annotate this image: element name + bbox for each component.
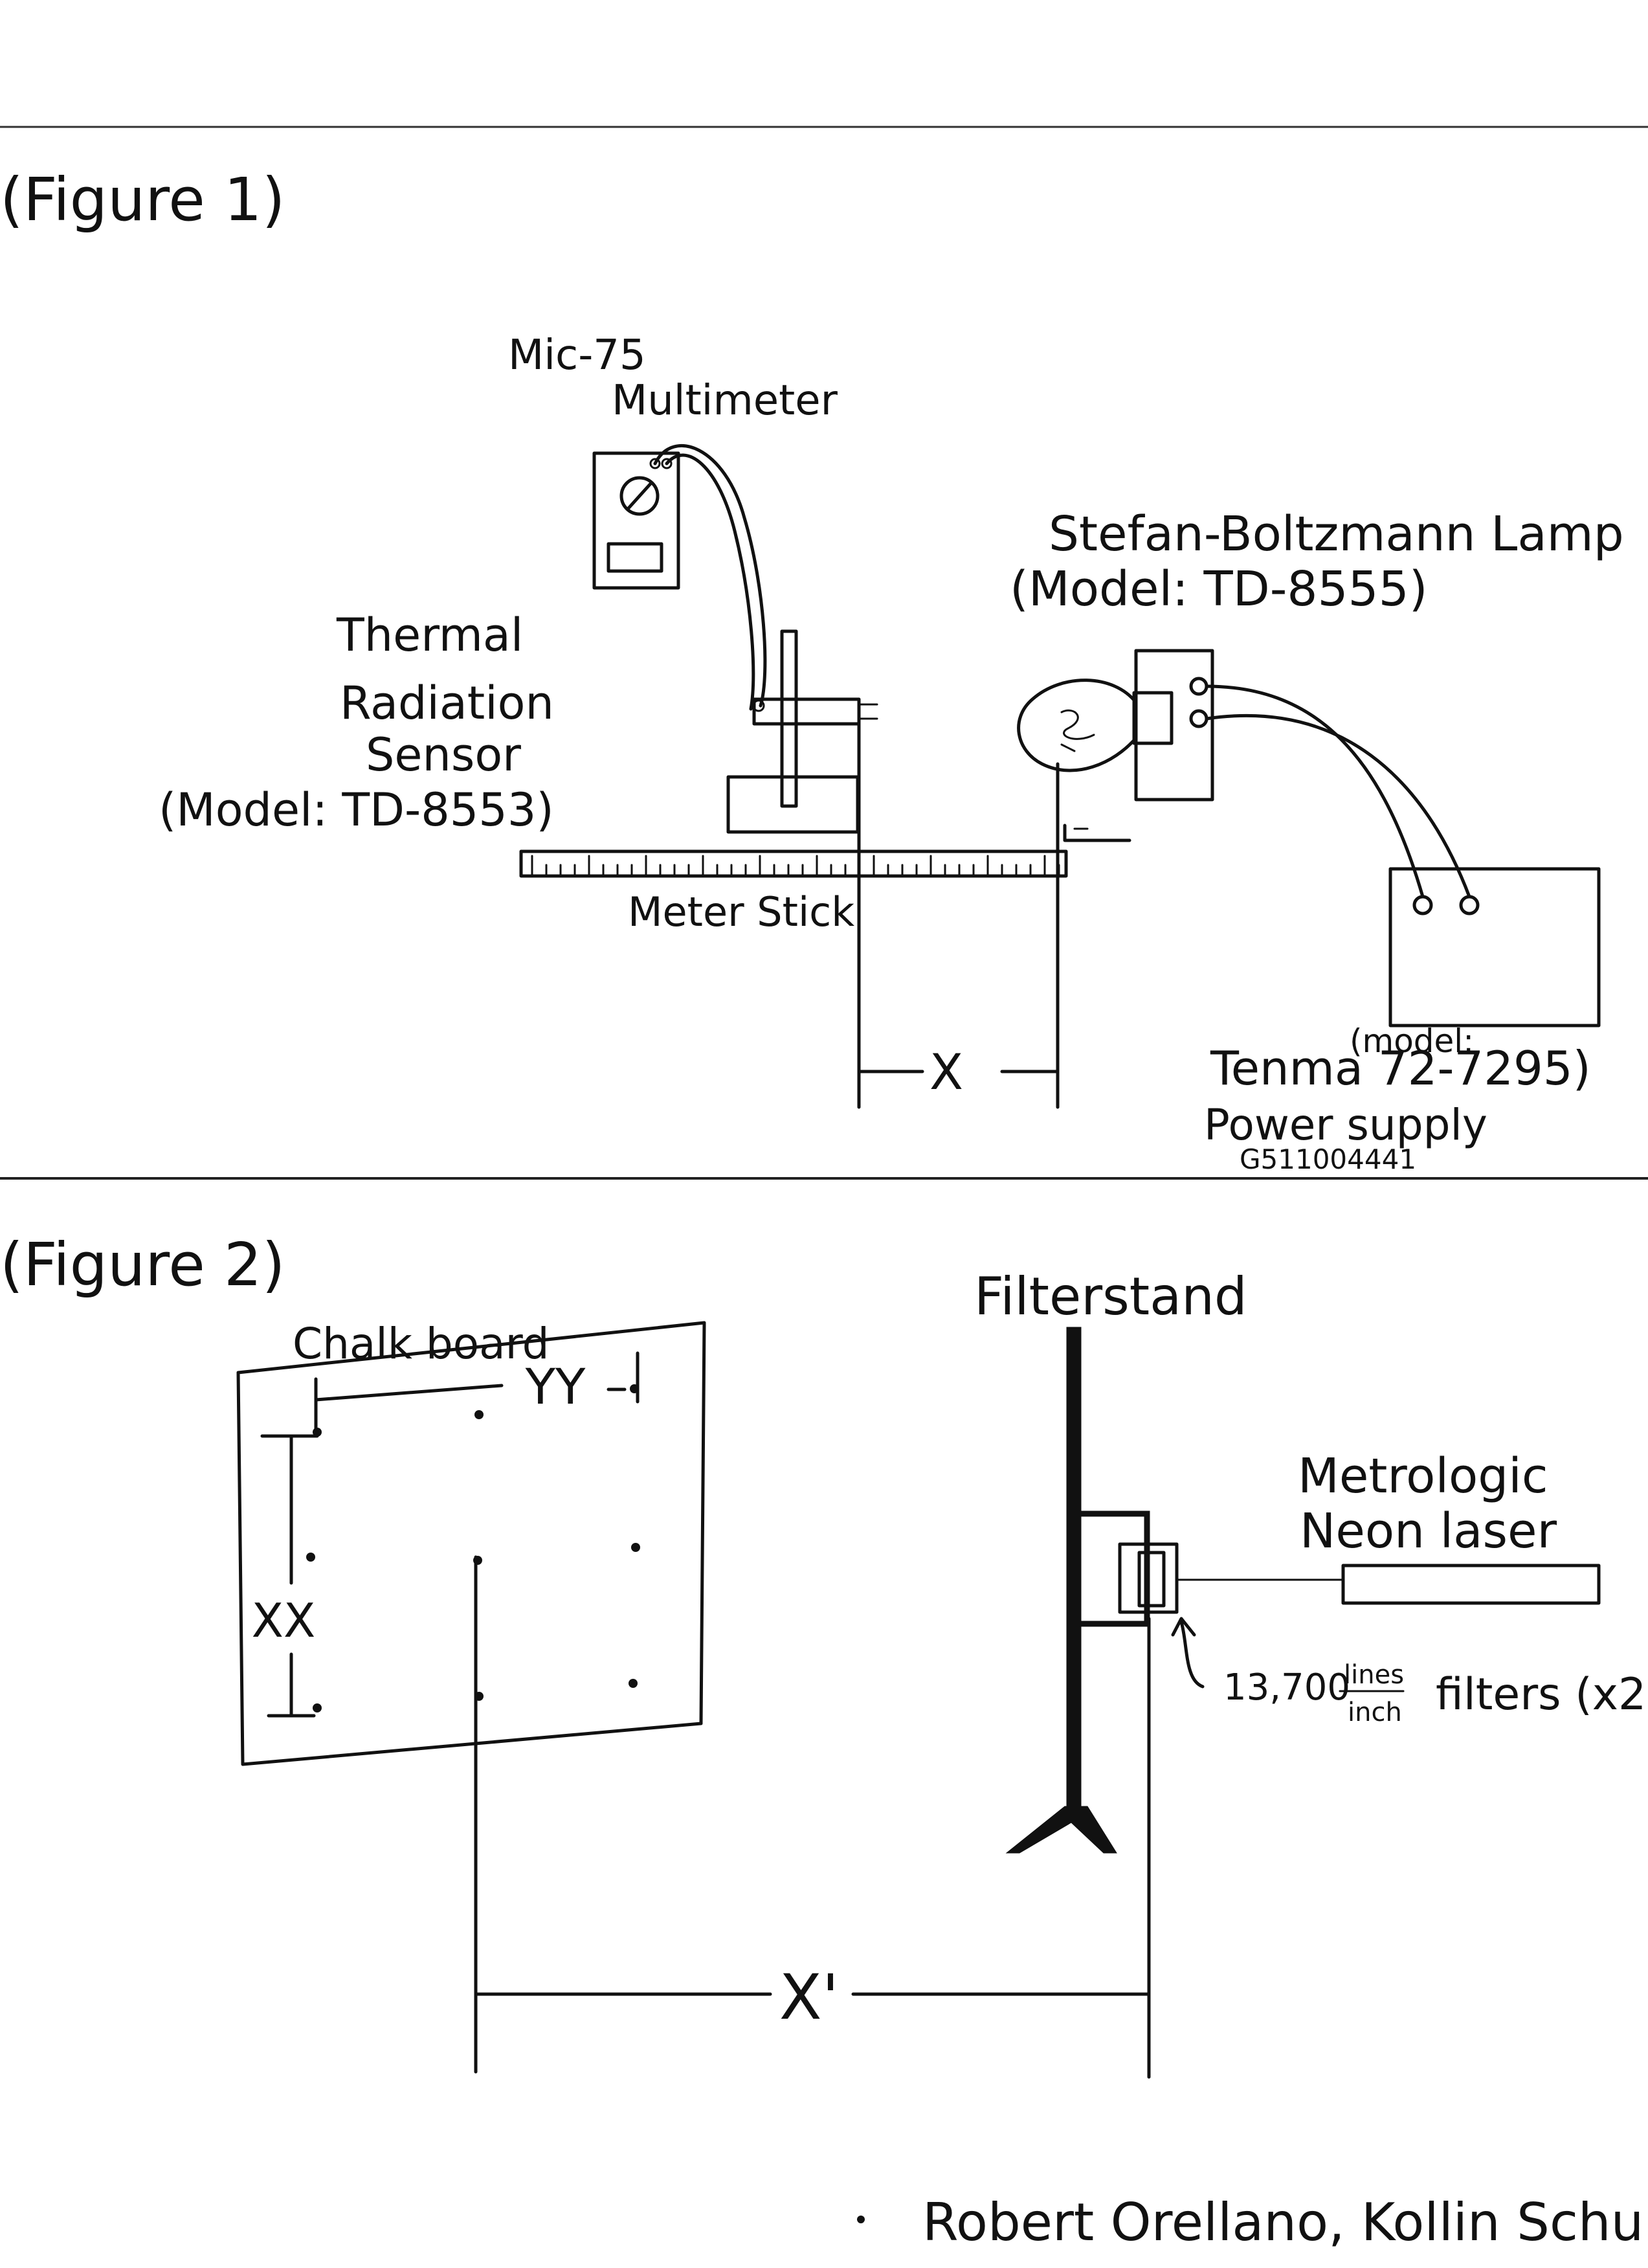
lamp-bulb — [1019, 680, 1136, 770]
diffraction-dot — [631, 1543, 640, 1552]
power-serial: G511004441 — [1240, 1143, 1416, 1175]
meter-stick — [521, 851, 1066, 876]
grating-unit-bottom: inch — [1348, 1698, 1402, 1727]
diffraction-dot — [629, 1679, 638, 1688]
filterstand-label: Filterstand — [974, 1266, 1247, 1327]
horizontal-spacing-label: YY — [525, 1358, 586, 1415]
figure-1-caption: (Figure 1) — [0, 165, 285, 234]
figure-2: (Figure 2) Chalk board YY XX — [0, 1230, 1648, 2077]
sensor-label-1: Thermal — [336, 609, 523, 662]
chalkboard — [238, 1323, 704, 1764]
lamp-label-2: (Model: TD-8555) — [1010, 561, 1428, 617]
multimeter-lead-1 — [655, 445, 765, 706]
figure-1: (Figure 1) Mic-75 Multimeter Thermal Rad… — [0, 165, 1624, 1175]
lamp-label-1: Stefan-Boltzmann Lamp — [1049, 506, 1624, 562]
power-label-2: Power supply — [1204, 1100, 1487, 1150]
diffraction-dot — [313, 1428, 322, 1437]
filter-stand — [1007, 1327, 1203, 1853]
neon-laser — [1177, 1566, 1599, 1603]
grating-value: 13,700 — [1223, 1667, 1350, 1709]
authors: Robert Orellano, Kollin Schultz — [922, 2192, 1648, 2252]
stand-pole — [1067, 1327, 1081, 1813]
stand-feet — [1007, 1806, 1117, 1853]
multimeter-label-1: Mic-75 — [508, 331, 646, 379]
sensor-label-4: (Model: TD-8553) — [159, 783, 554, 836]
diffraction-dot — [313, 1703, 322, 1712]
sensor-label-2: Radiation — [340, 677, 554, 730]
grating-unit-top: lines — [1344, 1660, 1404, 1690]
diffraction-dot — [306, 1553, 315, 1562]
lamp-lead-1 — [1207, 686, 1423, 897]
stand-arm — [1080, 1514, 1147, 1624]
distance-x-prime-label: X' — [779, 1961, 839, 2034]
multimeter-label-2: Multimeter — [612, 377, 838, 425]
power-label-1: Tenma 72-7295) — [1210, 1041, 1591, 1095]
stefan-boltzmann-lamp — [1019, 651, 1212, 871]
footer-bullet — [857, 2216, 865, 2223]
power-supply — [1207, 686, 1599, 1026]
grating-suffix: filters (x2) — [1436, 1669, 1648, 1720]
sensor-head — [754, 699, 859, 724]
radiation-sensor — [728, 631, 877, 832]
multimeter — [594, 445, 765, 709]
laser-label-2: Neon laser — [1300, 1503, 1557, 1559]
diffraction-dot — [474, 1410, 484, 1419]
chalkboard-label: Chalk board — [293, 1319, 549, 1369]
meter-stick-label: Meter Stick — [628, 888, 854, 936]
distance-x-label: X — [930, 1043, 963, 1101]
vertical-spacing-label: XX — [252, 1593, 316, 1648]
sensor-label-3: Sensor — [366, 728, 521, 781]
diffraction-dot — [630, 1384, 639, 1393]
lamp-socket — [1134, 693, 1172, 743]
laser-label-1: Metrologic — [1298, 1448, 1548, 1504]
sensor-stand-rod — [782, 631, 796, 806]
grating-pointer — [1173, 1619, 1203, 1687]
grating-filter — [1139, 1553, 1164, 1606]
figure-2-caption: (Figure 2) — [0, 1230, 285, 1299]
